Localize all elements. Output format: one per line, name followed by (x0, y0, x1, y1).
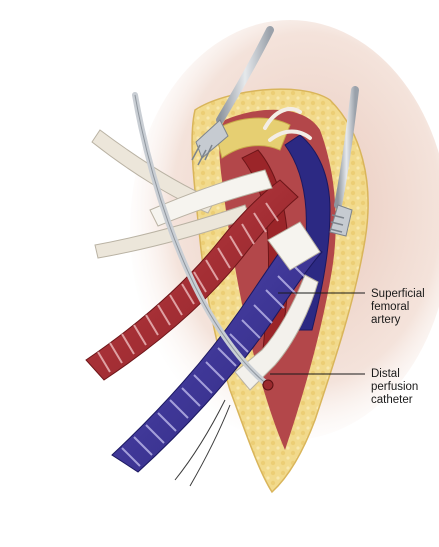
venous-connector (267, 221, 321, 271)
distal-catheter-outline (134, 94, 269, 386)
vessel-loop (263, 107, 312, 142)
distal-perfusion-sheath (234, 274, 319, 391)
label-line: artery (371, 314, 401, 326)
label-line: catheter (371, 394, 413, 406)
label-line: perfusion (371, 381, 419, 393)
tissue-band (214, 117, 291, 159)
label-line: femoral (371, 301, 410, 313)
retractor-left (191, 26, 274, 166)
arterial-connector (149, 169, 273, 227)
arterial-cannula-coils (97, 202, 279, 373)
label-line: Distal (371, 368, 400, 380)
label-distal-perfusion-catheter: Distal perfusion catheter (371, 368, 418, 407)
label-superficial-femoral-artery: Superficial femoral artery (371, 288, 425, 327)
label-line: Superficial (371, 288, 425, 300)
guide-wires (174, 399, 231, 487)
catheter-tip (262, 379, 274, 391)
retractor-right (329, 86, 359, 237)
venous-cannula-coils (121, 261, 309, 467)
venous-cannula (111, 231, 323, 473)
